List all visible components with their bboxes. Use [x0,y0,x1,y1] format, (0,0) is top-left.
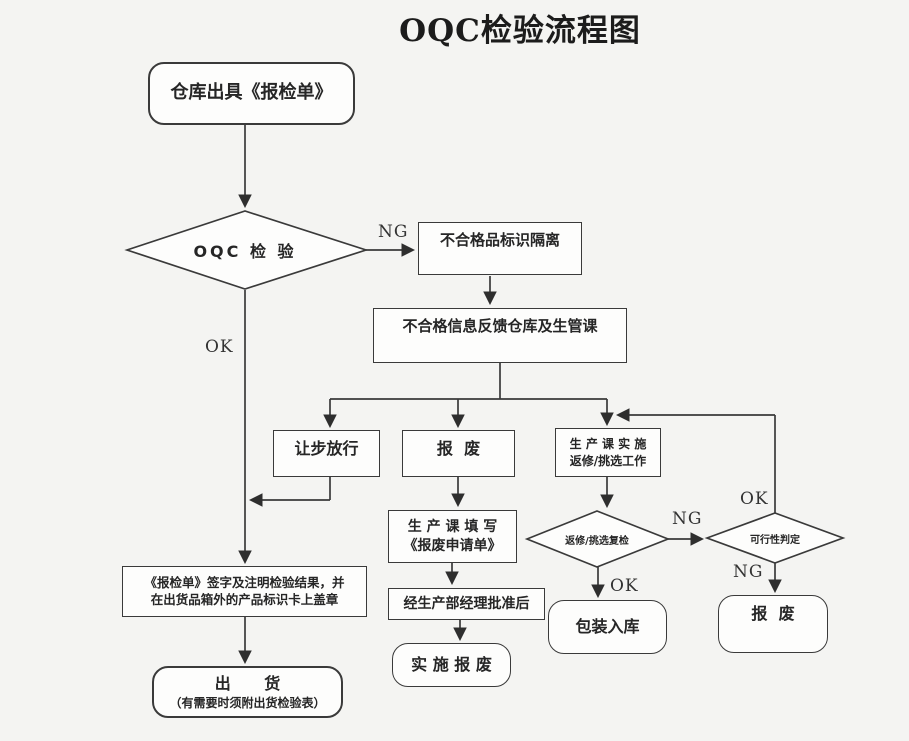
label-oqc-ng: NG [378,222,409,242]
label-recheck-ng: NG [672,509,703,529]
node-manager-approval: 经生产部经理批准后 [388,588,545,620]
node-scrap-branch: 报 废 [402,430,515,477]
label-feasibility-ok: OK [740,489,769,509]
label-oqc-ok: OK [205,337,234,357]
fill-scrap-line2: 《报废申请单》 [403,537,502,554]
node-start: 仓库出具《报检单》 [148,62,355,125]
node-execute-scrap: 实 施 报 废 [392,643,511,687]
node-ng-isolation: 不合格品标识隔离 [418,222,582,275]
node-concession: 让步放行 [273,430,380,477]
node-oqc-decision: OQC 检 验 [193,242,297,261]
ship-line2: （有需要时须附出货检验表） [169,695,326,710]
node-packing-storage: 包装入库 [548,600,667,654]
node-sign-result: 《报检单》签字及注明检验结果，并 在出货品箱外的产品标识卡上盖章 [122,566,367,617]
label-feasibility-ng: NG [733,562,764,582]
sign-line1: 《报检单》签字及注明检验结果，并 [144,574,345,590]
fill-scrap-line1: 生 产 课 填 写 [407,518,498,535]
rework-line1: 生 产 课 实 施 [569,437,647,452]
label-recheck-ok: OK [610,576,639,596]
node-fill-scrap-form: 生 产 课 填 写 《报废申请单》 [388,510,517,563]
sign-line2: 在出货品箱外的产品标识卡上盖章 [150,591,339,607]
rework-line2: 返修/挑选工作 [569,453,647,468]
node-ship: 出 货 （有需要时须附出货检验表） [152,666,343,718]
page-title: OQC检验流程图 [399,13,641,49]
node-recheck-decision: 返修/挑选复检 [565,535,629,547]
node-scrap-final: 报 废 [718,595,828,653]
node-feasibility-decision: 可行性判定 [750,534,800,546]
node-rework: 生 产 课 实 施 返修/挑选工作 [555,428,661,477]
ship-line1: 出 货 [214,674,281,694]
node-feedback: 不合格信息反馈仓库及生管课 [373,308,627,363]
